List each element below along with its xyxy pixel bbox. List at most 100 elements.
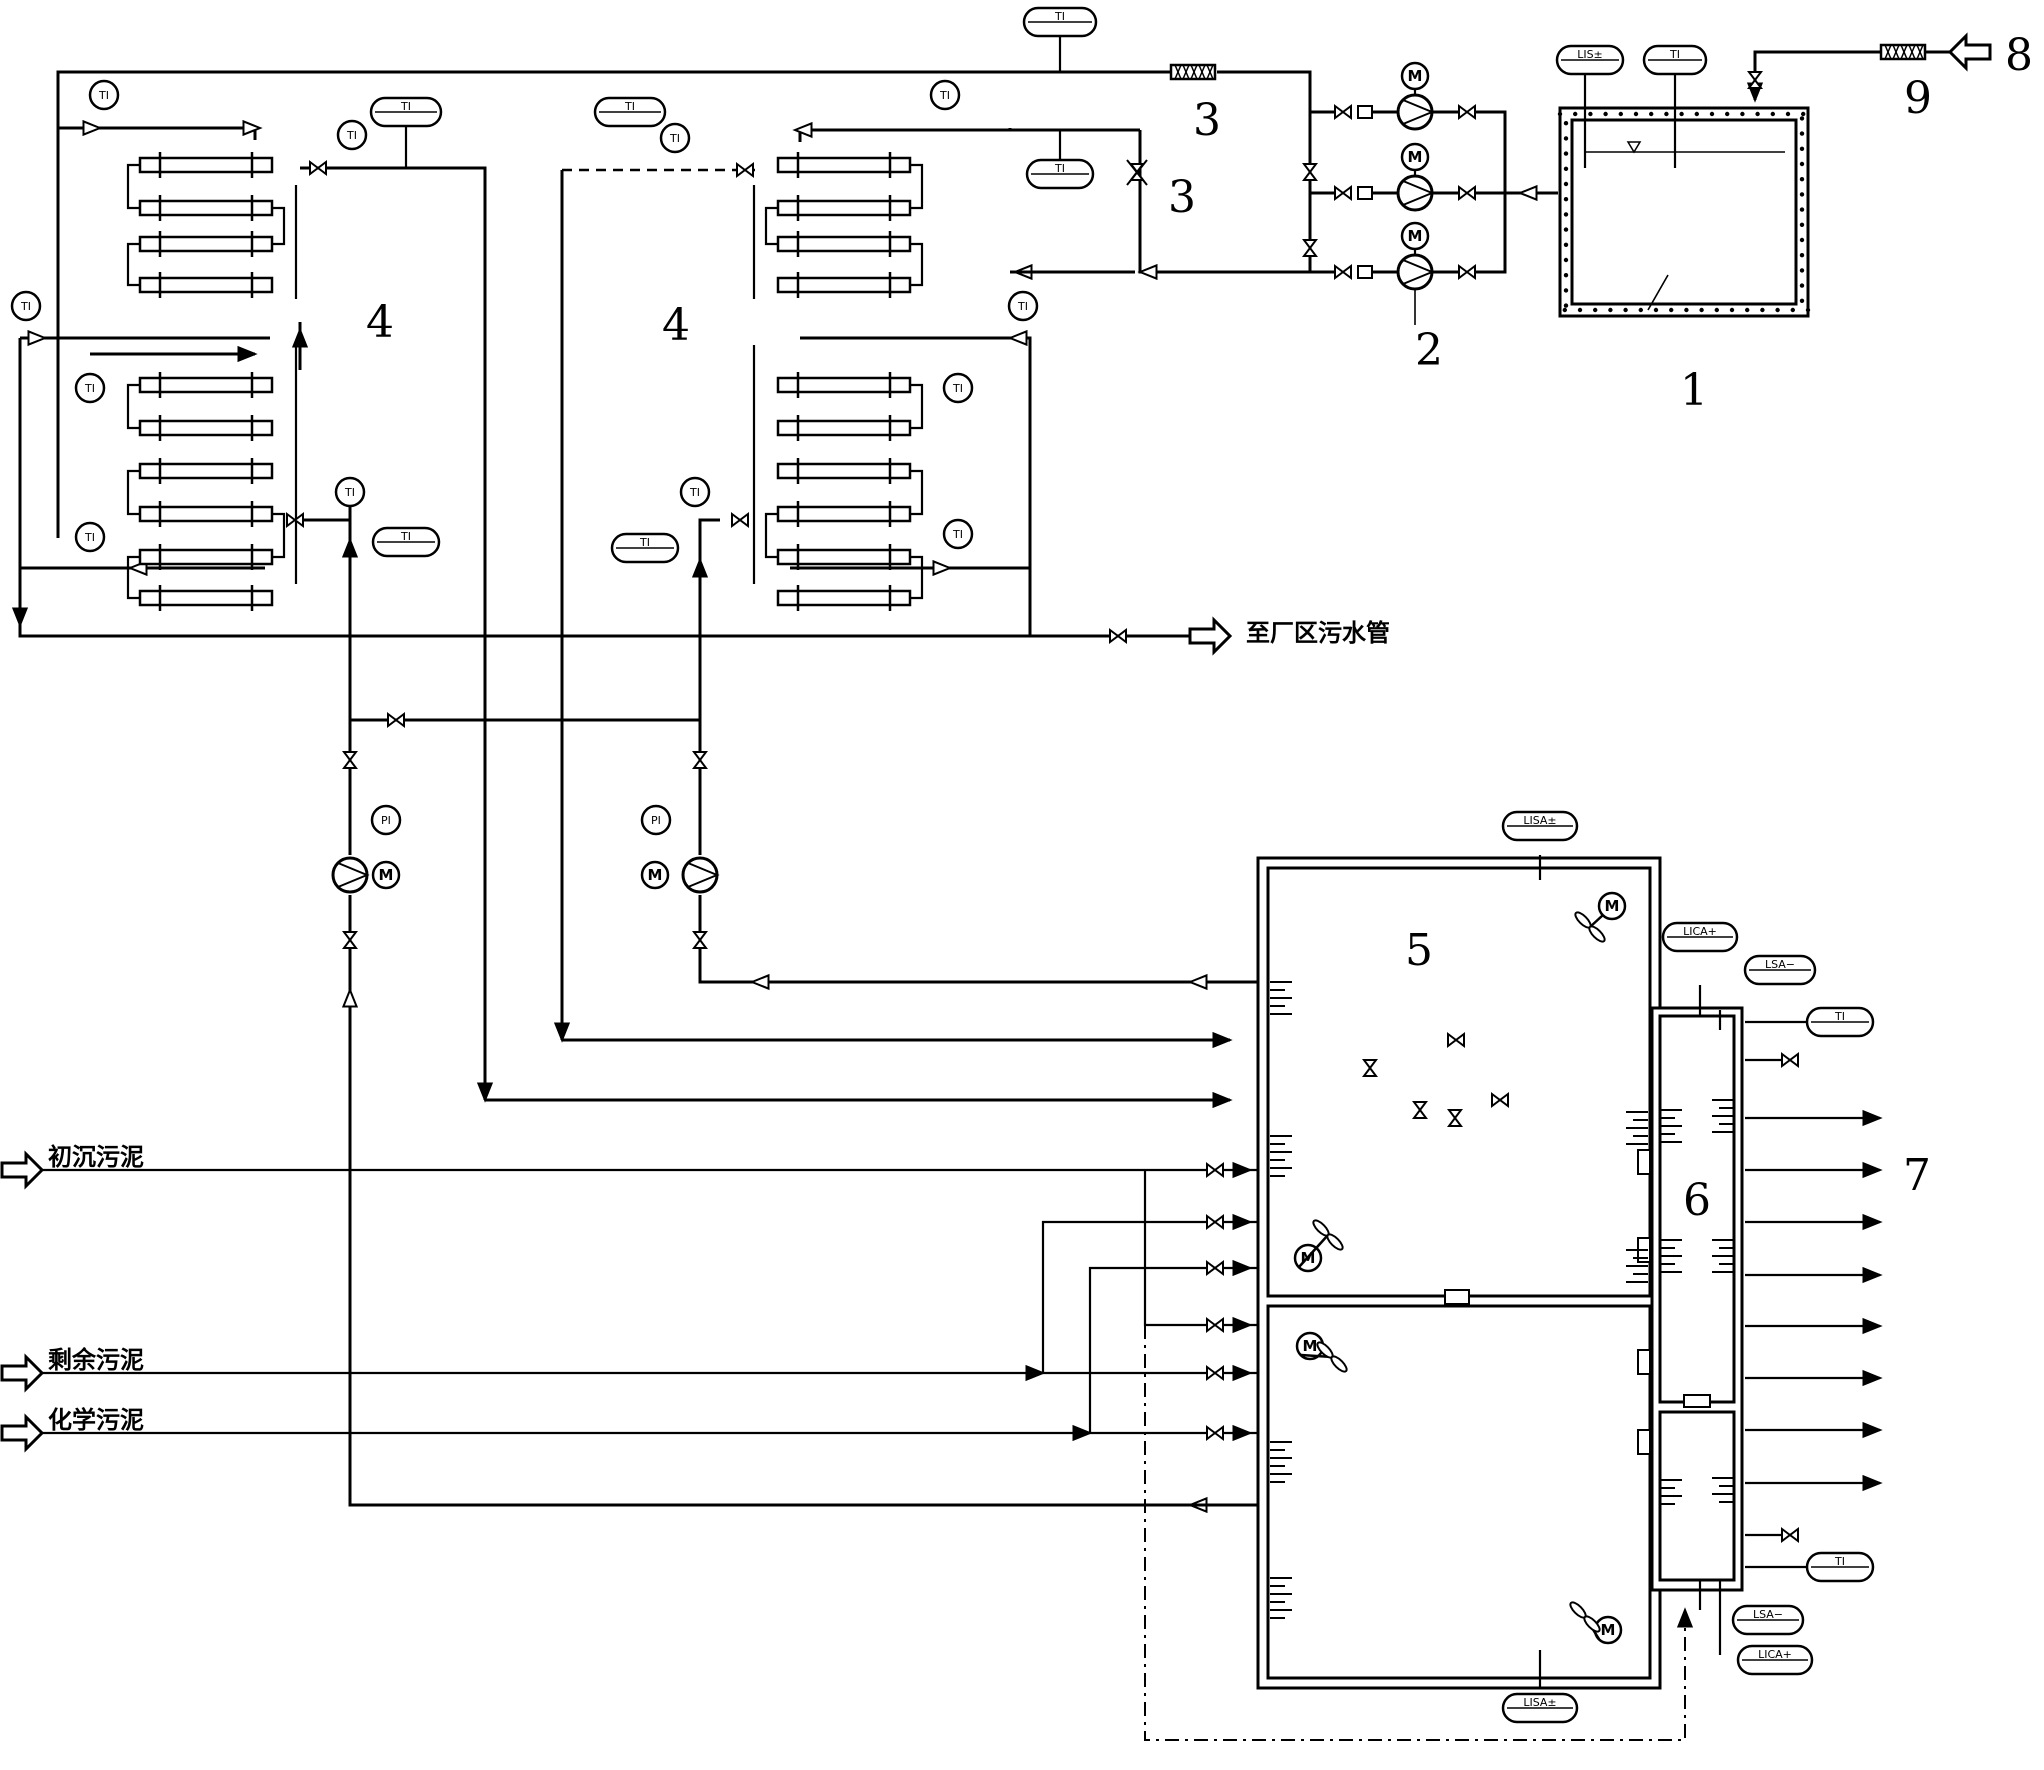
indicator-tag-text: LSA− xyxy=(1753,1608,1783,1621)
gauge-tag-text: PI xyxy=(651,814,661,827)
thermometer-hx-right-4 xyxy=(1007,290,1039,322)
thermometer-hx-left-4 xyxy=(74,521,106,553)
check-valve xyxy=(1357,265,1373,279)
pump-left-valve xyxy=(342,751,358,769)
hot-water-pump-motor-0 xyxy=(1400,61,1430,91)
motor-letter: M xyxy=(1408,148,1423,166)
flow-arrow xyxy=(476,1082,494,1103)
gauge-tag-text: TI xyxy=(344,486,355,499)
insulation-dot xyxy=(1633,111,1639,117)
hot-water-pump-motor-1 xyxy=(1400,142,1430,172)
digester-recirc-right xyxy=(698,895,1258,984)
pump-left-suction-valve xyxy=(342,931,358,949)
gauge-tag-text: TI xyxy=(98,89,109,102)
indicator-tag-text: LIS± xyxy=(1577,48,1603,61)
insulation-dot xyxy=(1709,111,1715,117)
insulation-dot xyxy=(1562,307,1568,313)
pump-right-valve xyxy=(692,751,708,769)
flow-arrow xyxy=(792,121,813,139)
pumps-and-mixers: MMMMMMMMM xyxy=(331,61,1627,1645)
gauge-tag-text: TI xyxy=(689,486,700,499)
pipe-fittings xyxy=(286,43,1927,1619)
header-valve-2 xyxy=(1302,239,1318,257)
gauge-tag-text: TI xyxy=(1017,300,1028,313)
strainer-hatch xyxy=(1174,64,1182,80)
pump-valve-b-0 xyxy=(1458,104,1476,120)
tube-bend xyxy=(126,555,140,600)
pump-symbol xyxy=(1402,259,1435,285)
thermometer-hx-left-2 xyxy=(10,290,42,322)
insulation-dot xyxy=(1714,307,1720,313)
header-valve xyxy=(1302,163,1318,181)
insulation-dot xyxy=(1563,273,1569,278)
insulation-dot xyxy=(1760,307,1765,313)
insulation-dot xyxy=(1669,307,1674,313)
check-valve xyxy=(1357,105,1373,119)
digester-mixer-upper xyxy=(1597,891,1627,921)
tank-6-port xyxy=(1637,1429,1651,1455)
insulation-dot xyxy=(1573,111,1578,117)
flow-arrow xyxy=(691,557,709,578)
insulation-dot xyxy=(1799,192,1805,197)
tank-outlet-arrow xyxy=(1517,184,1538,202)
pump-valve-a-0 xyxy=(1334,104,1352,120)
flow-arrow xyxy=(291,327,309,348)
insulation-dot xyxy=(1577,307,1583,313)
pump-valve-b-1 xyxy=(1458,185,1476,201)
sludge-hot-line-left xyxy=(300,166,487,1100)
insulation-dot xyxy=(1799,222,1805,227)
insulation-dot xyxy=(1563,257,1569,263)
flow-arrow xyxy=(1007,329,1028,347)
insulation-dot xyxy=(1799,283,1805,288)
drain-arrow xyxy=(11,607,29,628)
heat-exchanger-stacks xyxy=(126,152,924,611)
indicator-tag-text: LISA± xyxy=(1523,1696,1556,1709)
motor-letter: M xyxy=(1601,1621,1616,1639)
thermometer-hx-right-5 xyxy=(942,372,974,404)
hx-left-sludge-in xyxy=(300,518,352,640)
inlet-label-primary-sludge: 初沉污泥 xyxy=(48,1143,144,1171)
gauge-tag-text: TI xyxy=(952,528,963,541)
chemical-to-upper xyxy=(1088,1266,1258,1433)
strainer-hatch xyxy=(1198,64,1206,80)
thermometer-hx-left-6 xyxy=(334,476,366,508)
flow-arrow xyxy=(27,329,48,347)
tube-bend xyxy=(272,512,286,559)
label-filter-3-top: 3 xyxy=(1193,95,1221,146)
indicator-tag-text: TI xyxy=(639,536,650,549)
tube-bend xyxy=(764,206,778,246)
hx-right-inlet-top xyxy=(798,128,1015,142)
indicator-tag-text: TI xyxy=(1834,1555,1845,1568)
label-valve-3: 3 xyxy=(1168,172,1196,223)
thermometer-hx-right-2 xyxy=(679,476,711,508)
label-exchanger-4-left: 4 xyxy=(366,297,394,348)
flow-arrow xyxy=(1072,1424,1093,1442)
flow-arrow xyxy=(237,345,258,363)
mixer-blade xyxy=(1583,1615,1601,1633)
outlet-arrow xyxy=(1862,1109,1883,1127)
makeup-inlet-arrow xyxy=(1947,32,1992,72)
flow-arrow xyxy=(1212,1091,1233,1109)
insulation-dot xyxy=(1563,166,1569,171)
strainer-hatch xyxy=(1908,44,1916,60)
gauge-tag-text: TI xyxy=(84,531,95,544)
hx-right-top-valve xyxy=(736,162,754,178)
tank-6-divider-port xyxy=(1683,1394,1711,1408)
insulation-dot xyxy=(1790,307,1796,313)
insulation-dot xyxy=(1745,307,1750,313)
flow-arrow xyxy=(82,119,103,137)
excess-to-upper xyxy=(1041,1220,1258,1373)
flow-arrow xyxy=(1232,1213,1253,1231)
makeup-valve xyxy=(1747,71,1763,89)
thermometer-hx-left-1 xyxy=(88,79,120,111)
insulation-dot xyxy=(1799,237,1805,243)
inlet-valve-0 xyxy=(1206,1162,1224,1178)
label-tank-6: 6 xyxy=(1683,1175,1711,1226)
flow-arrow xyxy=(341,537,359,558)
tube-bend xyxy=(764,512,778,559)
flow-arrow xyxy=(1232,1364,1253,1382)
flow-arrow xyxy=(1025,1364,1046,1382)
vessels xyxy=(1256,75,1811,1690)
motor-letter: M xyxy=(1408,67,1423,85)
